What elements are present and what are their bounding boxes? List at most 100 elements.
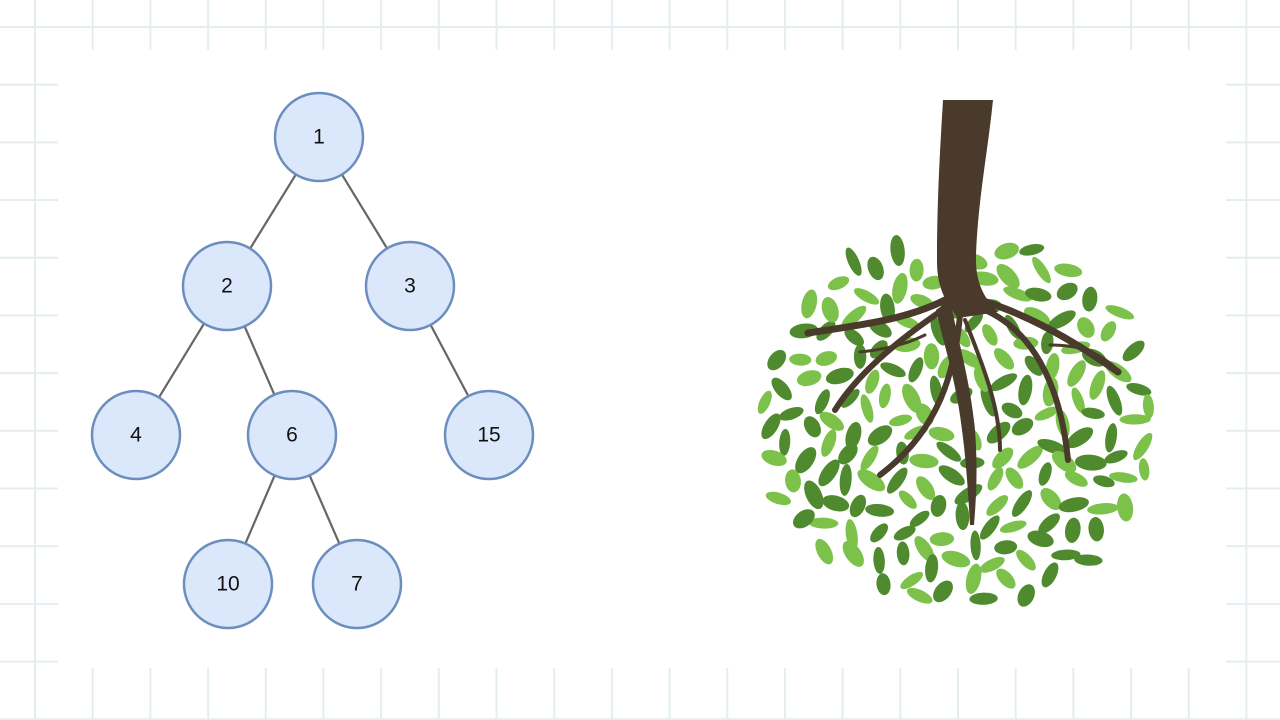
leaf [1016,549,1036,571]
leaf [979,557,1005,573]
leaf [930,494,947,517]
leaf [933,580,953,603]
leaf [923,343,940,370]
leaf [1109,472,1138,483]
leaf [1082,286,1098,312]
leaf [1122,340,1145,362]
leaf [845,247,862,276]
leaf [1100,321,1117,342]
leaf [1019,243,1045,256]
leaf [880,362,906,378]
leaf [941,550,971,568]
leaf [928,426,955,442]
node-label: 2 [221,275,233,298]
leaf [1105,305,1135,320]
root-branch [1048,343,1122,374]
tree-node-6: 6 [246,389,338,481]
leaf [1011,417,1034,436]
leaf [1138,458,1150,481]
leaf [814,389,830,415]
node-circle [182,538,274,630]
leaf [757,390,772,414]
leaf [853,288,880,305]
leaf [914,536,935,562]
leaf [900,571,924,590]
leaf [867,256,884,281]
leaf [996,568,1016,589]
leaf [956,349,983,369]
leaf [1093,475,1115,488]
node-label: 6 [286,424,298,447]
leaf [1051,451,1077,473]
leaf [1023,307,1051,327]
leaf [1105,423,1118,453]
leaf [1106,385,1123,416]
root-branch [976,296,1122,376]
node-label: 1 [313,126,325,149]
leaf [896,541,910,566]
leaf [1064,517,1081,543]
leaf [838,443,858,465]
leaf [1119,414,1151,425]
edge-n6-n7 [308,474,341,545]
edge-n2-n6 [243,325,276,396]
leaf [867,425,893,446]
leaf [842,540,864,567]
leaf [1104,450,1128,464]
leaf [1038,462,1052,486]
leaf [878,383,891,409]
leaf [999,520,1027,533]
leaf [1087,503,1119,515]
node-circle [90,389,182,481]
leaf [1126,383,1152,396]
leaf [1024,355,1043,376]
leaf [860,394,874,423]
leaf [1038,513,1060,534]
leaf [906,587,933,604]
leaf [970,530,981,561]
leaf [1081,407,1105,419]
leaf [761,413,781,440]
root-branch [858,333,927,354]
leaf [860,445,879,471]
leaf [821,297,839,323]
leaf [822,495,850,512]
root-branch [963,318,1002,452]
leaf [821,429,837,457]
leaf [1133,432,1153,461]
leaf [965,563,982,594]
leaf [893,525,916,541]
trunk-and-roots [804,100,1122,525]
leaf [986,495,1009,516]
leaf [808,517,839,529]
leaf [994,540,1018,555]
leaf [979,515,1000,540]
leaf [1003,286,1032,302]
leaf [876,573,891,596]
leaf [801,289,818,319]
node-label: 3 [404,275,416,298]
node-circle [246,389,338,481]
leaf [1001,402,1023,419]
leaf [853,344,867,369]
edge-n2-n4 [157,322,206,399]
leaf [1067,360,1086,387]
leaf [815,351,838,366]
leaf [803,416,821,438]
leaf [886,467,908,494]
leaf [845,421,862,450]
leaf [1048,310,1076,330]
tree-node-4: 4 [90,389,182,481]
root-branch [832,302,953,413]
leaf [779,428,791,456]
edge-n1-n3 [340,173,389,250]
leaf [955,501,970,531]
node-circle [311,538,403,630]
leaf [1040,488,1062,510]
leaf [771,377,792,401]
leaf [916,476,936,500]
leaf [982,324,998,346]
leaf [795,447,817,474]
leaf [1071,387,1085,414]
leaf [767,349,787,371]
